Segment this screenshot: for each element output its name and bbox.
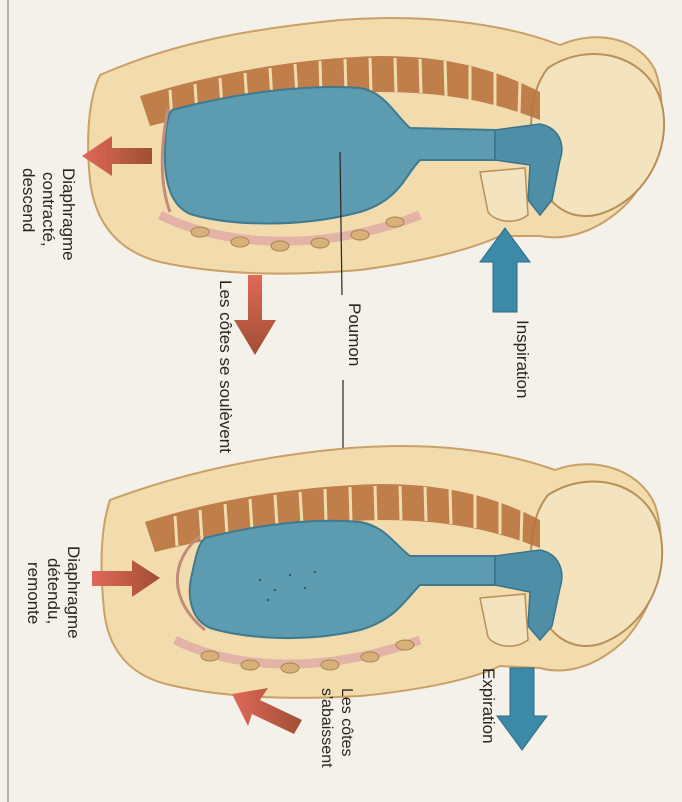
label-inspiration: Inspiration	[513, 320, 532, 398]
label-top-diaphragm-1: Diaphragme	[59, 168, 78, 261]
label-top-diaphragm-3: descend	[19, 168, 38, 232]
label-bottom-diaphragm-1: Diaphragme	[64, 546, 83, 639]
top-ribs-arrow	[234, 275, 276, 355]
label-bottom-ribs-2: s'abaissent	[318, 688, 335, 768]
label-expiration: Expiration	[479, 668, 498, 744]
label-top-diaphragm-2: contracté,	[39, 172, 58, 247]
expiration-figure	[92, 446, 662, 750]
label-bottom-diaphragm-2: détendu,	[44, 558, 63, 624]
expiration-arrow	[497, 668, 547, 750]
label-poumon: Poumon	[345, 303, 364, 366]
label-bottom-diaphragm-3: remonte	[24, 562, 43, 624]
label-top-ribs: Les côtes se soulèvent	[216, 280, 235, 453]
label-bottom-ribs-1: Les côtes	[338, 688, 355, 756]
